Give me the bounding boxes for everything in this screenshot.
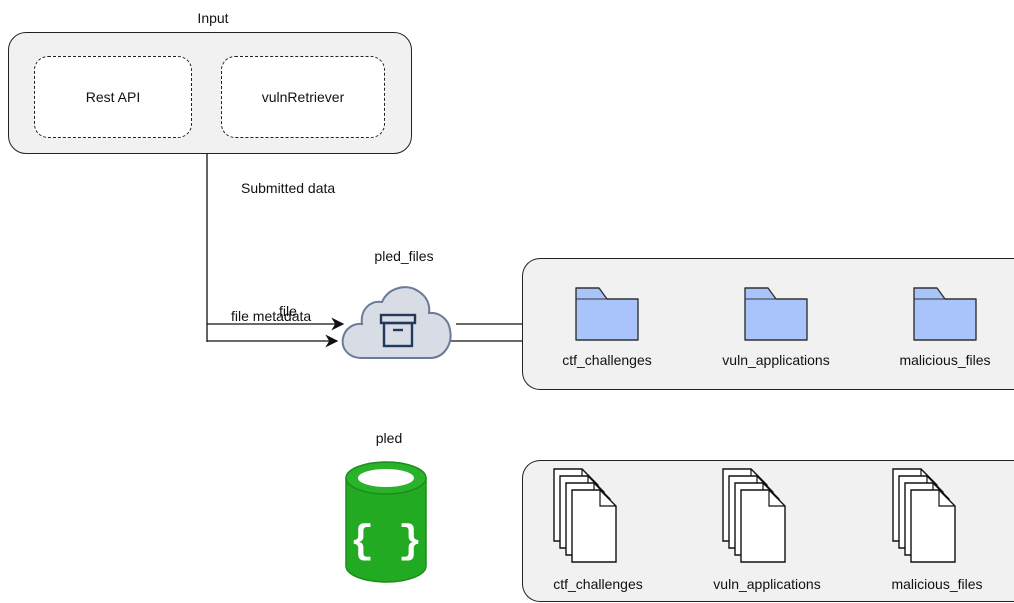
- pled-db-title: pled: [375, 430, 403, 446]
- svg-text:{ }: { }: [350, 520, 422, 565]
- folder-icon: [744, 287, 808, 341]
- pled-files-title: pled_files: [374, 248, 434, 264]
- input-title: Input: [197, 10, 229, 26]
- json-database-icon: { }: [345, 461, 427, 583]
- file-edge-label: file: [279, 303, 297, 319]
- document-label: vuln_applications: [713, 576, 821, 592]
- folder-label: ctf_challenges: [562, 352, 652, 368]
- document-label: malicious_files: [891, 576, 983, 592]
- document-label: ctf_challenges: [553, 576, 643, 592]
- folder-label: vuln_applications: [722, 352, 830, 368]
- document-stack-icon: [553, 468, 617, 563]
- rest-api-label: Rest API: [85, 89, 141, 105]
- document-stack-icon: [892, 468, 956, 563]
- rest-api-box: Rest API: [34, 56, 192, 138]
- vuln-retriever-box: vulnRetriever: [221, 56, 385, 138]
- vuln-retriever-label: vulnRetriever: [261, 89, 345, 105]
- folder-label: malicious_files: [899, 352, 991, 368]
- folder-icon: [913, 287, 977, 341]
- submitted-data-label: Submitted data: [241, 180, 336, 196]
- folder-icon: [575, 287, 639, 341]
- document-stack-icon: [722, 468, 786, 563]
- cloud-archive-icon: [341, 286, 452, 359]
- file-metadata-label: file metadata: [231, 308, 312, 324]
